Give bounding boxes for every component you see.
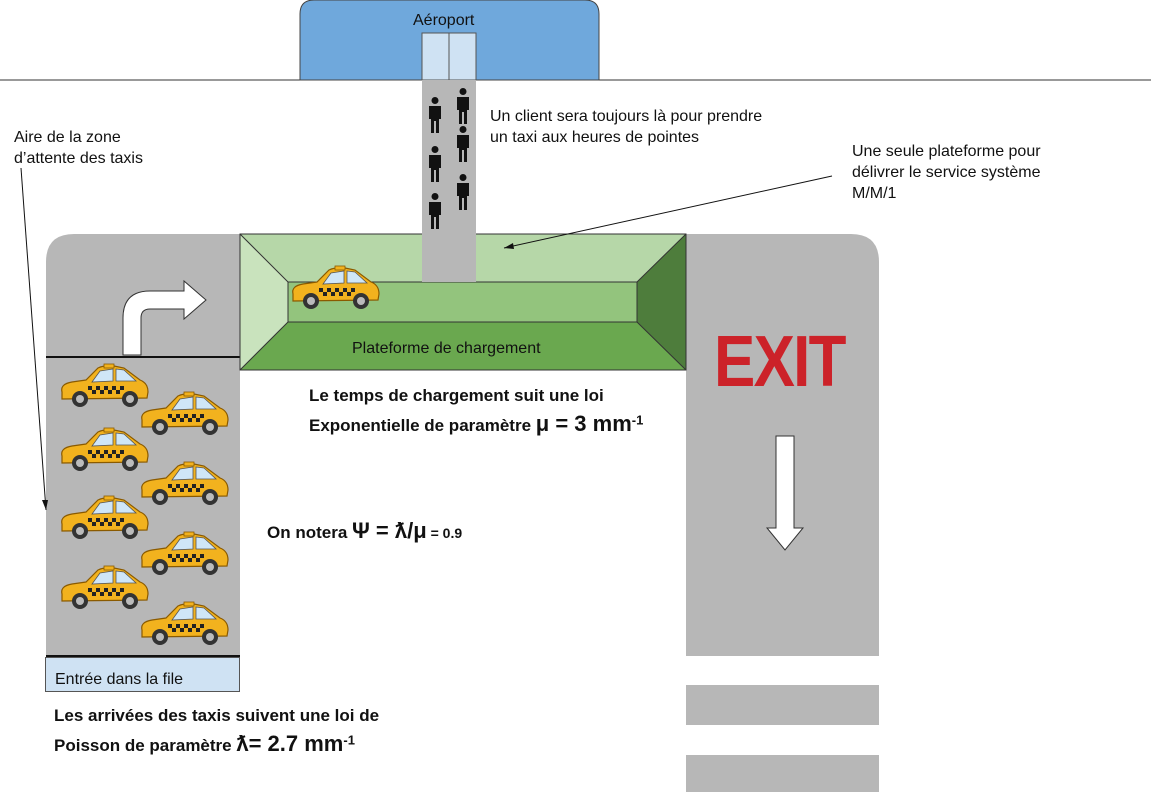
service-formula-line1: Le temps de chargement suit une loi <box>309 386 604 405</box>
platform-note: Une seule plateforme pour délivrer le se… <box>852 141 1041 204</box>
psi-formula: On notera Ψ = ƛ/μ = 0.9 <box>267 517 462 547</box>
down-arrow-icon <box>765 435 805 551</box>
psi-value: = 0.9 <box>426 525 463 541</box>
arrival-formula-prefix: Poisson de paramètre <box>54 736 237 755</box>
exit-sign: EXIT <box>714 322 846 402</box>
arrival-formula: Les arrivées des taxis suivent une loi d… <box>54 702 379 760</box>
service-formula-prefix: Exponentielle de paramètre <box>309 416 536 435</box>
platform-note-line: Une seule plateforme pour <box>852 143 1041 160</box>
mu-value: μ = 3 mm <box>535 411 632 436</box>
waiting-area-label: Aire de la zone d’attente des taxis <box>14 127 143 169</box>
service-formula: Le temps de chargement suit une loi Expo… <box>309 382 643 440</box>
crosswalk-stripe <box>686 755 879 792</box>
lambda-value: ƛ= 2.7 mm <box>236 731 344 756</box>
mu-exponent: -1 <box>631 412 644 428</box>
platform-pointer <box>503 175 833 249</box>
waiting-area-label-line: Aire de la zone <box>14 129 121 146</box>
platform-name: Plateforme de chargement <box>352 340 541 357</box>
service-formula-line2: Exponentielle de paramètre μ = 3 mm-1 <box>309 410 643 440</box>
client-note-line: Un client sera toujours là pour prendre <box>490 108 763 125</box>
arrival-formula-line2: Poisson de paramètre ƛ= 2.7 mm-1 <box>54 730 379 760</box>
lambda-exponent: -1 <box>343 732 355 748</box>
psi-symbol: Ψ = ƛ/μ <box>352 518 427 543</box>
arrival-formula-line1: Les arrivées des taxis suivent une loi d… <box>54 706 380 725</box>
crosswalk-stripe <box>686 685 879 725</box>
waiting-area-label-line: d’attente des taxis <box>14 150 143 167</box>
turn-right-arrow-icon <box>122 279 207 356</box>
platform-note-line: délivrer le service système <box>852 164 1041 181</box>
client-note-line: un taxi aux heures de pointes <box>490 129 700 146</box>
queue-entry-label: Entrée dans la file <box>55 671 184 688</box>
psi-prefix: On notera <box>267 523 353 542</box>
waiting-area-pointer <box>20 167 47 511</box>
platform-note-line: M/M/1 <box>852 185 897 202</box>
client-note: Un client sera toujours là pour prendre … <box>490 106 762 148</box>
queue-entry-box: Entrée dans la file <box>45 657 240 692</box>
airport-label: Aéroport <box>413 12 475 29</box>
